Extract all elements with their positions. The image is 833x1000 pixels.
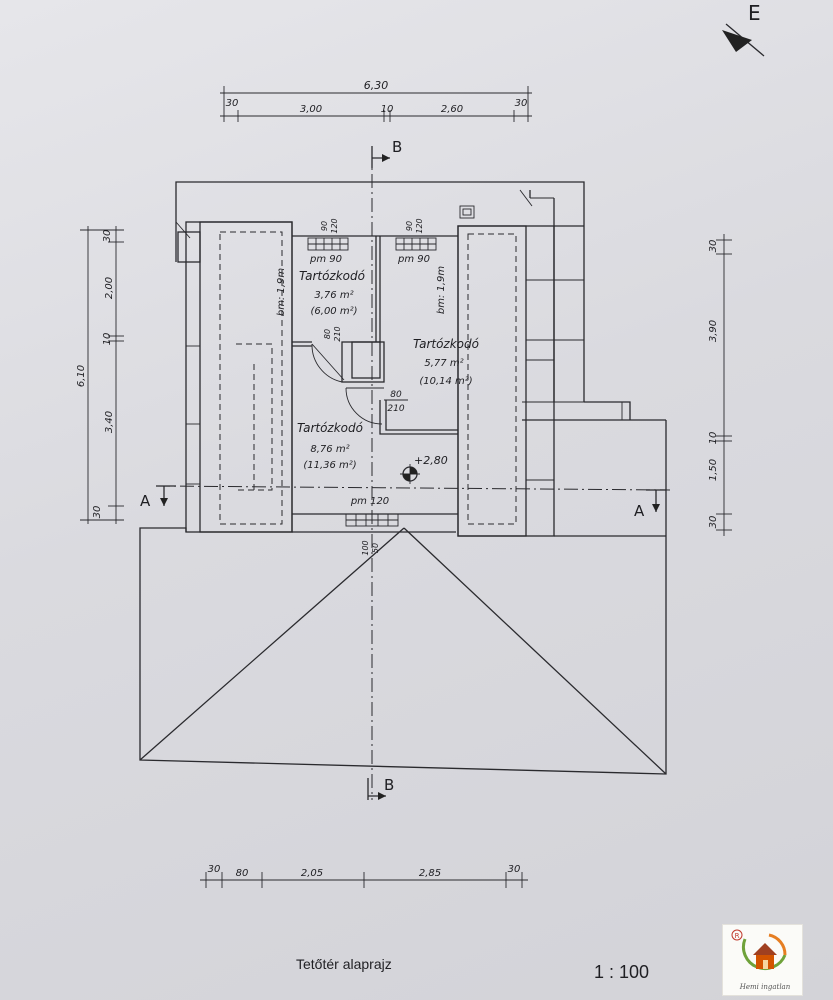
dim-left-overall: 6,10 <box>76 365 87 387</box>
dim-left-4: 3,40 <box>104 411 115 433</box>
drawing-title: Tetőtér alaprajz <box>296 956 392 972</box>
north-arrow-icon: E <box>722 1 765 57</box>
dim-right-2: 3,90 <box>708 320 719 342</box>
sill-bottom: pm 120 <box>350 496 389 507</box>
room-3-area-alt: (11,36 m²) <box>303 460 356 471</box>
dim-top-5: 30 <box>515 98 528 109</box>
dim-left-5: 30 <box>92 506 103 519</box>
drawing-scale: 1 : 100 <box>594 962 650 982</box>
dim-right-3: 10 <box>708 432 719 445</box>
window-left-height: 120 <box>330 218 339 233</box>
logo-mark: R <box>735 932 740 940</box>
annotations: bm: 1,9m bm: 1,9m pm 90 pm 90 pm 120 90 … <box>276 218 447 555</box>
dim-top-3: 10 <box>381 104 394 115</box>
window-left <box>307 237 349 251</box>
room-3-name: Tartózkodó <box>297 421 363 435</box>
level-marker: +2,80 <box>400 454 448 484</box>
dim-top-1: 30 <box>226 98 239 109</box>
dim-top-4: 2,60 <box>441 104 463 115</box>
dim-left-3: 10 <box>102 333 113 346</box>
dim-bottom-2: 80 <box>236 868 249 879</box>
room-2-area-alt: (10,14 m²) <box>419 376 472 387</box>
dim-bottom-3: 2,05 <box>301 868 323 879</box>
dim-right-4: 1,50 <box>708 459 719 481</box>
sill-right: pm 90 <box>397 254 430 265</box>
dim-top-overall: 6,30 <box>364 79 389 92</box>
section-line-a: A A <box>140 485 671 520</box>
section-b-bottom-label: B <box>384 776 394 794</box>
logo-house-icon: R Hemi ingatlan <box>731 929 791 991</box>
roof-plan <box>139 420 667 775</box>
dim-top-2: 3,00 <box>300 104 322 115</box>
window-right-width: 90 <box>405 221 414 231</box>
logo-text: Hemi ingatlan <box>739 983 791 991</box>
door-main-height: 210 <box>387 404 404 414</box>
room-3: Tartózkodó 8,76 m² (11,36 m²) <box>297 421 363 471</box>
interior-partitions <box>292 235 458 515</box>
room-1-area: 3,76 m² <box>314 290 353 301</box>
roof-width: 100 <box>361 540 370 555</box>
headroom-right: bm: 1,9m <box>436 266 447 315</box>
section-line-b: B B <box>367 138 402 800</box>
room-3-area: 8,76 m² <box>310 444 349 455</box>
room-1-name: Tartózkodó <box>299 269 365 283</box>
dim-left-2: 2,00 <box>104 277 115 299</box>
north-letter: E <box>748 1 761 25</box>
dim-bottom-4: 2,85 <box>419 868 441 879</box>
window-left-width: 90 <box>320 221 329 231</box>
dim-right-1: 30 <box>708 240 719 253</box>
dim-right-5: 30 <box>708 516 719 529</box>
room-1: Tartózkodó 3,76 m² (6,00 m²) <box>299 269 365 317</box>
top-dimension-chain: 6,30 30 3,00 10 2,60 30 <box>220 79 532 122</box>
window-right-height: 120 <box>415 218 424 233</box>
dim-bottom-1: 30 <box>208 864 221 875</box>
right-dimension-chain: 30 3,90 10 1,50 30 <box>708 234 732 536</box>
room-2-name: Tartózkodó <box>413 337 479 351</box>
door-small-width: 80 <box>323 329 332 339</box>
door-swing-main <box>345 387 384 425</box>
dim-bottom-5: 30 <box>508 864 521 875</box>
roof-height: 50 <box>371 543 380 553</box>
door-small-height: 210 <box>333 326 342 341</box>
left-dimension-chain: 30 2,00 10 3,40 30 6,10 <box>76 226 124 524</box>
company-logo: R Hemi ingatlan <box>722 924 803 996</box>
dim-left-1: 30 <box>102 230 113 243</box>
level-label: +2,80 <box>414 454 448 467</box>
section-b-top-label: B <box>392 138 402 156</box>
window-right <box>395 237 437 251</box>
door-swing-small <box>311 343 345 383</box>
section-a-left-label: A <box>140 492 151 510</box>
room-2: Tartózkodó 5,77 m² (10,14 m²) <box>413 337 479 387</box>
sill-left: pm 90 <box>309 254 342 265</box>
room-1-area-alt: (6,00 m²) <box>311 306 358 317</box>
bottom-dimension-chain: 30 80 2,05 2,85 30 <box>200 864 528 888</box>
left-wall-block <box>185 221 293 533</box>
door-main-width: 80 <box>390 390 402 400</box>
room-2-area: 5,77 m² <box>424 358 463 369</box>
section-a-right-label: A <box>634 502 645 520</box>
right-wall-block <box>457 225 584 537</box>
headroom-left: bm: 1,9m <box>276 268 287 317</box>
